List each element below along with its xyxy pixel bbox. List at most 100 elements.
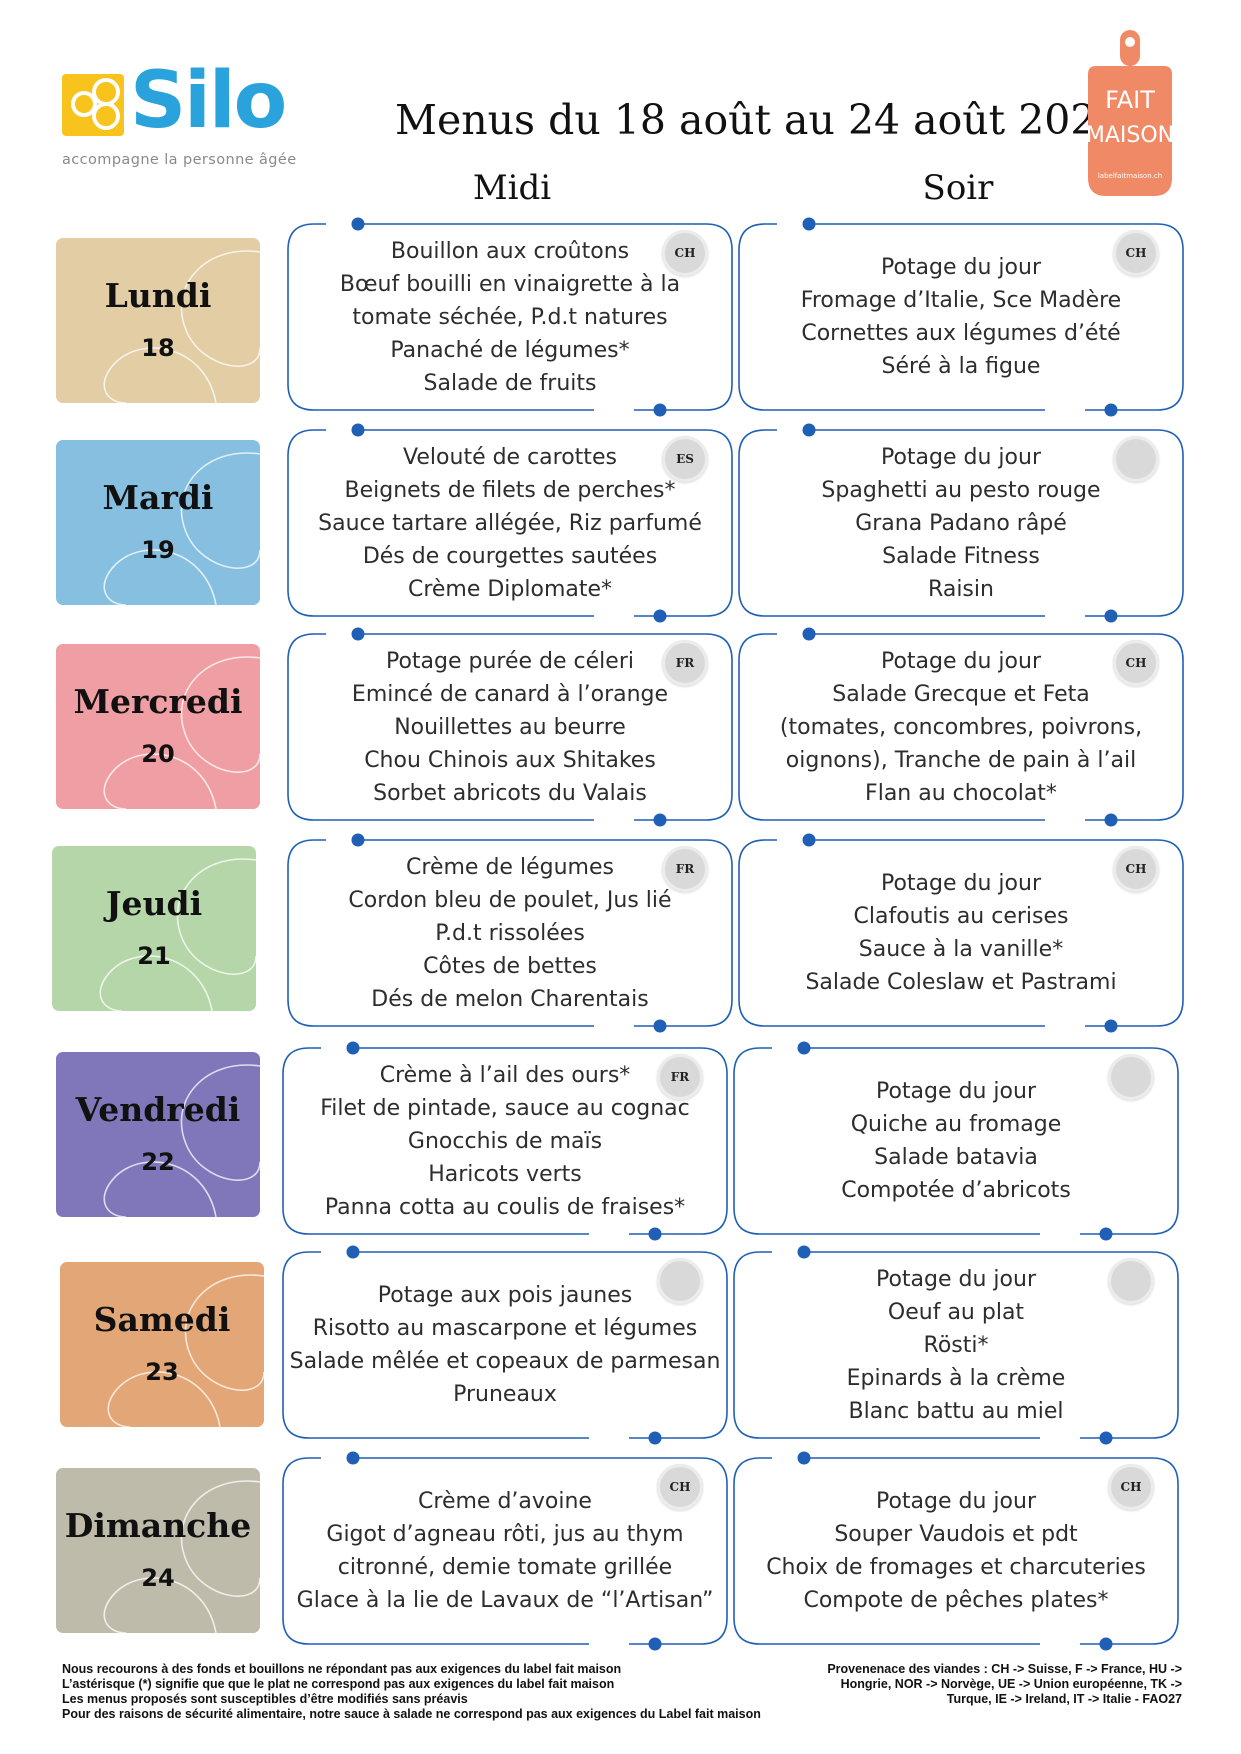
menu-line: Côtes de bettes [423,953,597,979]
menu-line: Bouillon aux croûtons [390,238,630,264]
menu-line: Clafoutis au cerises [853,904,1069,929]
menu-line: oignons), Tranche de pain à l’ail [785,747,1137,773]
day-number: 24 [141,1564,175,1592]
menu-line: Grana Padano râpé [855,510,1067,536]
card-border [282,1251,728,1439]
menu-line: Nouillettes au beurre [394,714,626,740]
menu-line: Potage du jour [875,1266,1036,1292]
menu-line: Rösti* [923,1332,989,1358]
menu-line: Sauce tartare allégée, Riz parfumé [318,510,702,536]
card-frame [287,217,733,417]
menu-line: Dés de courgettes sautées [362,543,658,569]
day-tile-vendredi: Vendredi 22 [56,1052,260,1217]
card-frame [282,1245,728,1445]
fait-maison-word2: MAISON [1086,123,1174,148]
menu-line: Raisin [928,576,994,602]
card-dot-top [802,833,816,847]
silo-logo: Silo accompagne la personne âgée [62,62,312,180]
footer-origin-line: Turque, IE -> Ireland, IT -> Italie - FA… [946,1692,1182,1706]
footer-note: Pour des raisons de sécurité alimentaire… [62,1707,761,1721]
day-name: Vendredi [75,1090,241,1129]
fait-maison-url: labelfaitmaison.ch [1098,172,1162,180]
day-number: 18 [141,334,175,362]
column-header-midi: Midi [472,168,552,208]
card-dot-top [802,423,816,437]
footer-meat-origin: Provenenace des viandes : CH -> Suisse, … [790,1662,1182,1707]
card-frame [733,1451,1179,1651]
card-dot-bottom [1104,609,1118,623]
menu-line: Pruneaux [453,1382,557,1407]
card-dot-top [351,423,365,437]
swirl-decoration-icon [103,250,260,403]
origin-badge: CH [1113,640,1159,686]
card-dot-top [797,1245,811,1259]
origin-badge: CH [657,1464,703,1510]
swirl-decoration-icon [103,656,260,809]
menu-line: Potage du jour [875,1079,1036,1104]
fait-maison-word1: FAIT [1105,86,1155,114]
menu-line: Séré à la figue [881,354,1041,379]
card-border [282,1457,728,1645]
day-number: 22 [141,1148,175,1176]
card-frame [738,833,1184,1033]
card-border [287,429,733,617]
menu-line: Epinards à la crème [846,1365,1066,1391]
menu-line: Salade Grecque et Feta [832,681,1090,707]
origin-badge [657,1258,703,1304]
menu-line: Potage du jour [880,648,1041,674]
card-border [282,1047,728,1235]
menu-line: Cornettes aux légumes d’été [801,321,1121,346]
card-dot-top [351,217,365,231]
card-dot-bottom [1104,403,1118,417]
menu-line: Gigot d’agneau rôti, jus au thym [326,1522,684,1547]
card-dot-bottom [653,813,667,827]
day-name: Samedi [93,1300,231,1339]
card-dot-bottom [653,1019,667,1033]
menu-line: Gnocchis de maïs [407,1128,603,1154]
menu-line: Panna cotta au coulis de fraises* [324,1194,686,1220]
card-dot-top [351,627,365,641]
card-frame [287,423,733,623]
menu-line: Cordon bleu de poulet, Jus lié [348,887,672,913]
menu-line: tomate séchée, P.d.t natures [352,304,668,330]
swirl-decoration-icon [99,858,256,1011]
swirl-decoration-icon [107,1274,264,1427]
card-frame [738,217,1184,417]
card-frame [738,627,1184,827]
card-frame [733,1245,1179,1445]
menu-line: Risotto au mascarpone et légumes [312,1316,698,1341]
day-number: 21 [137,942,171,970]
menu-line: Haricots verts [428,1161,582,1187]
menu-line: Emincé de canard à l’orange [351,681,669,707]
menu-lines: Crème à l’ail des ours*Filet de pintade,… [287,1046,723,1236]
footer-note: L’astérisque (*) signifie que que le pla… [62,1677,615,1691]
footer-note: Les menus proposés sont susceptibles d’ê… [62,1692,468,1706]
menu-line: Filet de pintade, sauce au cognac [320,1095,690,1121]
menu-line: Salade mêlée et copeaux de parmesan [289,1349,721,1374]
card-dot-top [797,1451,811,1465]
card-dot-bottom [648,1637,662,1651]
card-dot-top [346,1041,360,1055]
card-border [287,633,733,821]
card-dot-top [346,1245,360,1259]
